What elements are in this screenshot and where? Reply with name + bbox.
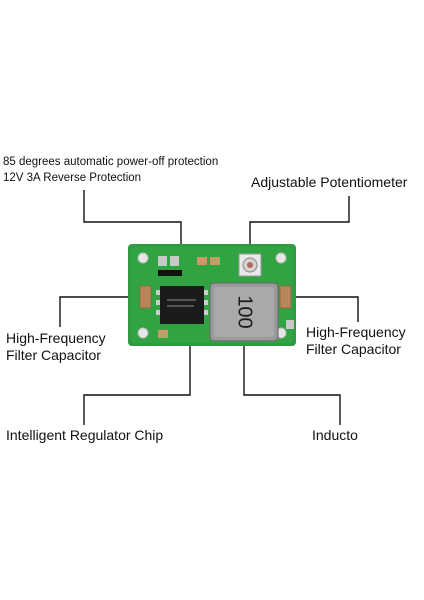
right-capacitor-label-line2: Filter Capacitor	[306, 341, 401, 357]
leader-line-inductor	[243, 340, 341, 425]
potentiometer-label: Adjustable Potentiometer	[251, 174, 408, 190]
pcb-board: 100	[128, 244, 296, 346]
potentiometer	[238, 253, 262, 277]
pad-top-left	[137, 252, 149, 264]
inductor: 100	[209, 282, 279, 342]
inductor-marking: 100	[234, 295, 256, 328]
right-capacitor	[279, 285, 292, 309]
regulator-chip-label: Intelligent Regulator Chip	[6, 427, 164, 443]
leader-line-right-capacitor	[287, 296, 359, 322]
pad-bottom-left	[137, 327, 149, 339]
pad-top-right	[275, 252, 287, 264]
protection-label-line1: 85 degrees automatic power-off protectio…	[3, 156, 219, 168]
left-capacitor-label-line1: High-Frequency	[6, 330, 106, 346]
regulator-chip	[156, 286, 208, 324]
inductor-label: Inducto	[312, 427, 358, 443]
protection-label-line2: 12V 3A Reverse Protection	[3, 172, 142, 184]
right-capacitor-label-line1: High-Frequency	[306, 324, 406, 340]
leader-line-regulator-chip	[83, 340, 191, 425]
left-capacitor-label-line2: Filter Capacitor	[6, 347, 101, 363]
leader-line-potentiometer	[249, 196, 350, 259]
leader-line-left-capacitor	[59, 296, 150, 327]
left-capacitor	[139, 285, 152, 309]
